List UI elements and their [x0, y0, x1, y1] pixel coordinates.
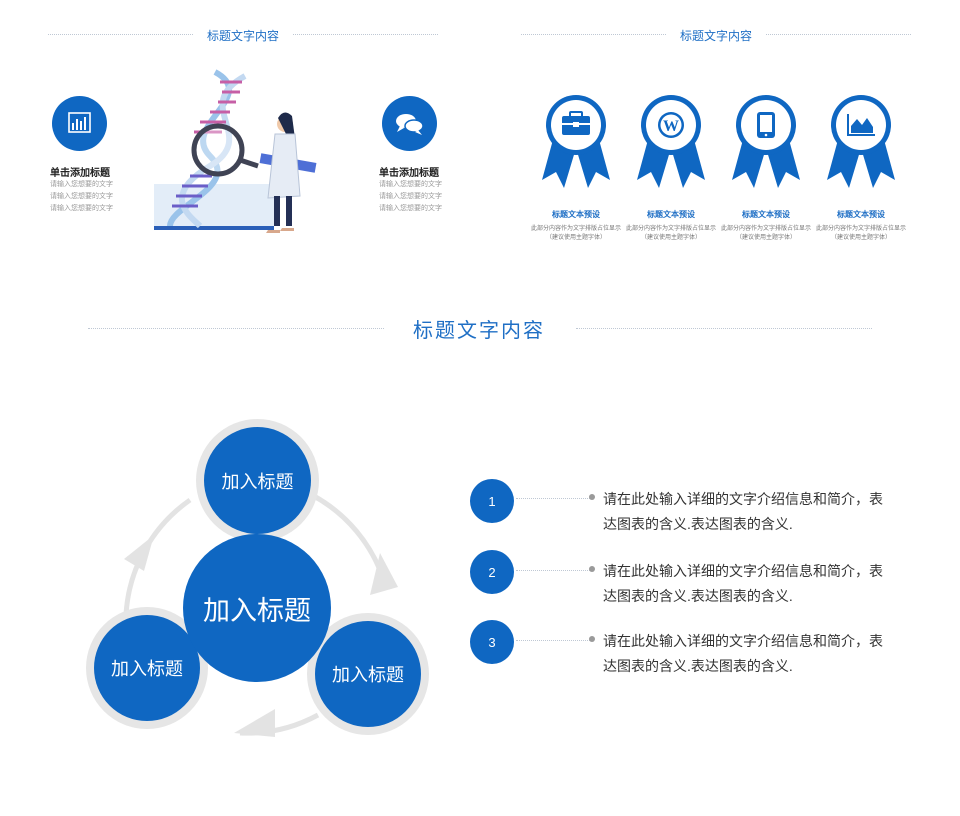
list-number: 3 [470, 620, 514, 664]
feature-desc-left: 请输入您想要的文字 请输入您想要的文字 请输入您想要的文字 [50, 179, 113, 215]
connector-dot [589, 494, 595, 500]
feature-line: 请输入您想要的文字 [50, 181, 113, 188]
badge-title: 标题文本预设 [742, 210, 790, 219]
feature-line: 请输入您想要的文字 [50, 193, 113, 200]
section-title: 标题文字内容 [679, 29, 752, 43]
badge-desc: 此部分内容作为文字排版占位显示 [625, 226, 716, 232]
badge-desc: （建议使用主题字体） [545, 235, 606, 241]
badge-title: 标题文本预设 [552, 210, 600, 219]
feature-title-left: 单击添加标题 [50, 168, 110, 179]
badge-desc: 此部分内容作为文字排版占位显示 [720, 226, 811, 232]
feature-title-right: 单击添加标题 [379, 168, 439, 179]
badge-title: 标题文本预设 [837, 210, 885, 219]
feature-line: 请输入您想要的文字 [379, 181, 442, 188]
cycle-center: 加入标题 [183, 534, 331, 682]
connector-line [516, 498, 592, 499]
cycle-node-left: 加入标题 [94, 615, 200, 721]
badge-item: 标题文本预设 此部分内容作为文字排版占位显示 （建议使用主题字体） [526, 92, 626, 243]
feature-line: 请输入您想要的文字 [50, 205, 113, 212]
feature-desc-right: 请输入您想要的文字 请输入您想要的文字 请输入您想要的文字 [379, 179, 442, 215]
divider-left [521, 34, 666, 35]
badge-item: W 标题文本预设 此部分内容作为文字排版占位显示 （建议使用主题字体） [621, 92, 721, 243]
divider-right [766, 34, 911, 35]
arrow-head [124, 535, 154, 571]
list-number: 1 [470, 479, 514, 523]
divider-right [576, 328, 872, 329]
feature-line: 请输入您想要的文字 [379, 193, 442, 200]
wordpress-icon: W [658, 112, 684, 138]
arrow-head [370, 553, 398, 595]
feature-icon-circle [52, 96, 107, 151]
feature-icon-circle [382, 96, 437, 151]
cycle-node-right: 加入标题 [315, 621, 421, 727]
chat-bubbles-icon [396, 114, 424, 135]
badge-desc: 此部分内容作为文字排版占位显示 [530, 226, 621, 232]
cycle-node-top: 加入标题 [204, 427, 311, 534]
divider-left [48, 34, 193, 35]
connector-dot [589, 566, 595, 572]
dna-scientist-illustration [154, 69, 317, 233]
divider-left [88, 328, 384, 329]
bar-chart-icon [68, 112, 91, 133]
connector-dot [589, 636, 595, 642]
section-title: 标题文字内容 [206, 29, 279, 43]
section-title: 标题文字内容 [413, 320, 545, 342]
list-text: 请在此处输入详细的文字介绍信息和简介，表达图表的含义.表达图表的含义. [603, 563, 883, 604]
area-chart-icon [847, 114, 875, 136]
cycle-arrows [123, 492, 398, 737]
tablet-icon [757, 112, 775, 138]
feature-line: 请输入您想要的文字 [379, 205, 442, 212]
connector-line [516, 570, 592, 571]
ribbon-badge: W [637, 95, 705, 188]
ribbon-badge [542, 95, 610, 188]
ribbon-badge [732, 95, 800, 188]
ribbon-badge [827, 95, 895, 188]
svg-text:W: W [663, 118, 679, 135]
badge-desc: （建议使用主题字体） [735, 235, 796, 241]
badge-title: 标题文本预设 [647, 210, 695, 219]
list-text: 请在此处输入详细的文字介绍信息和简介，表达图表的含义.表达图表的含义. [603, 633, 883, 674]
badge-desc: （建议使用主题字体） [640, 235, 701, 241]
briefcase-icon [562, 111, 590, 135]
list-number: 2 [470, 550, 514, 594]
badge-item: 标题文本预设 此部分内容作为文字排版占位显示 （建议使用主题字体） [716, 92, 816, 243]
badge-item: 标题文本预设 此部分内容作为文字排版占位显示 （建议使用主题字体） [811, 92, 911, 243]
arrow-head [234, 709, 275, 737]
badge-desc: （建议使用主题字体） [830, 235, 891, 241]
badge-desc: 此部分内容作为文字排版占位显示 [815, 226, 906, 232]
connector-line [516, 640, 592, 641]
list-text: 请在此处输入详细的文字介绍信息和简介，表达图表的含义.表达图表的含义. [603, 491, 883, 532]
divider-right [293, 34, 438, 35]
